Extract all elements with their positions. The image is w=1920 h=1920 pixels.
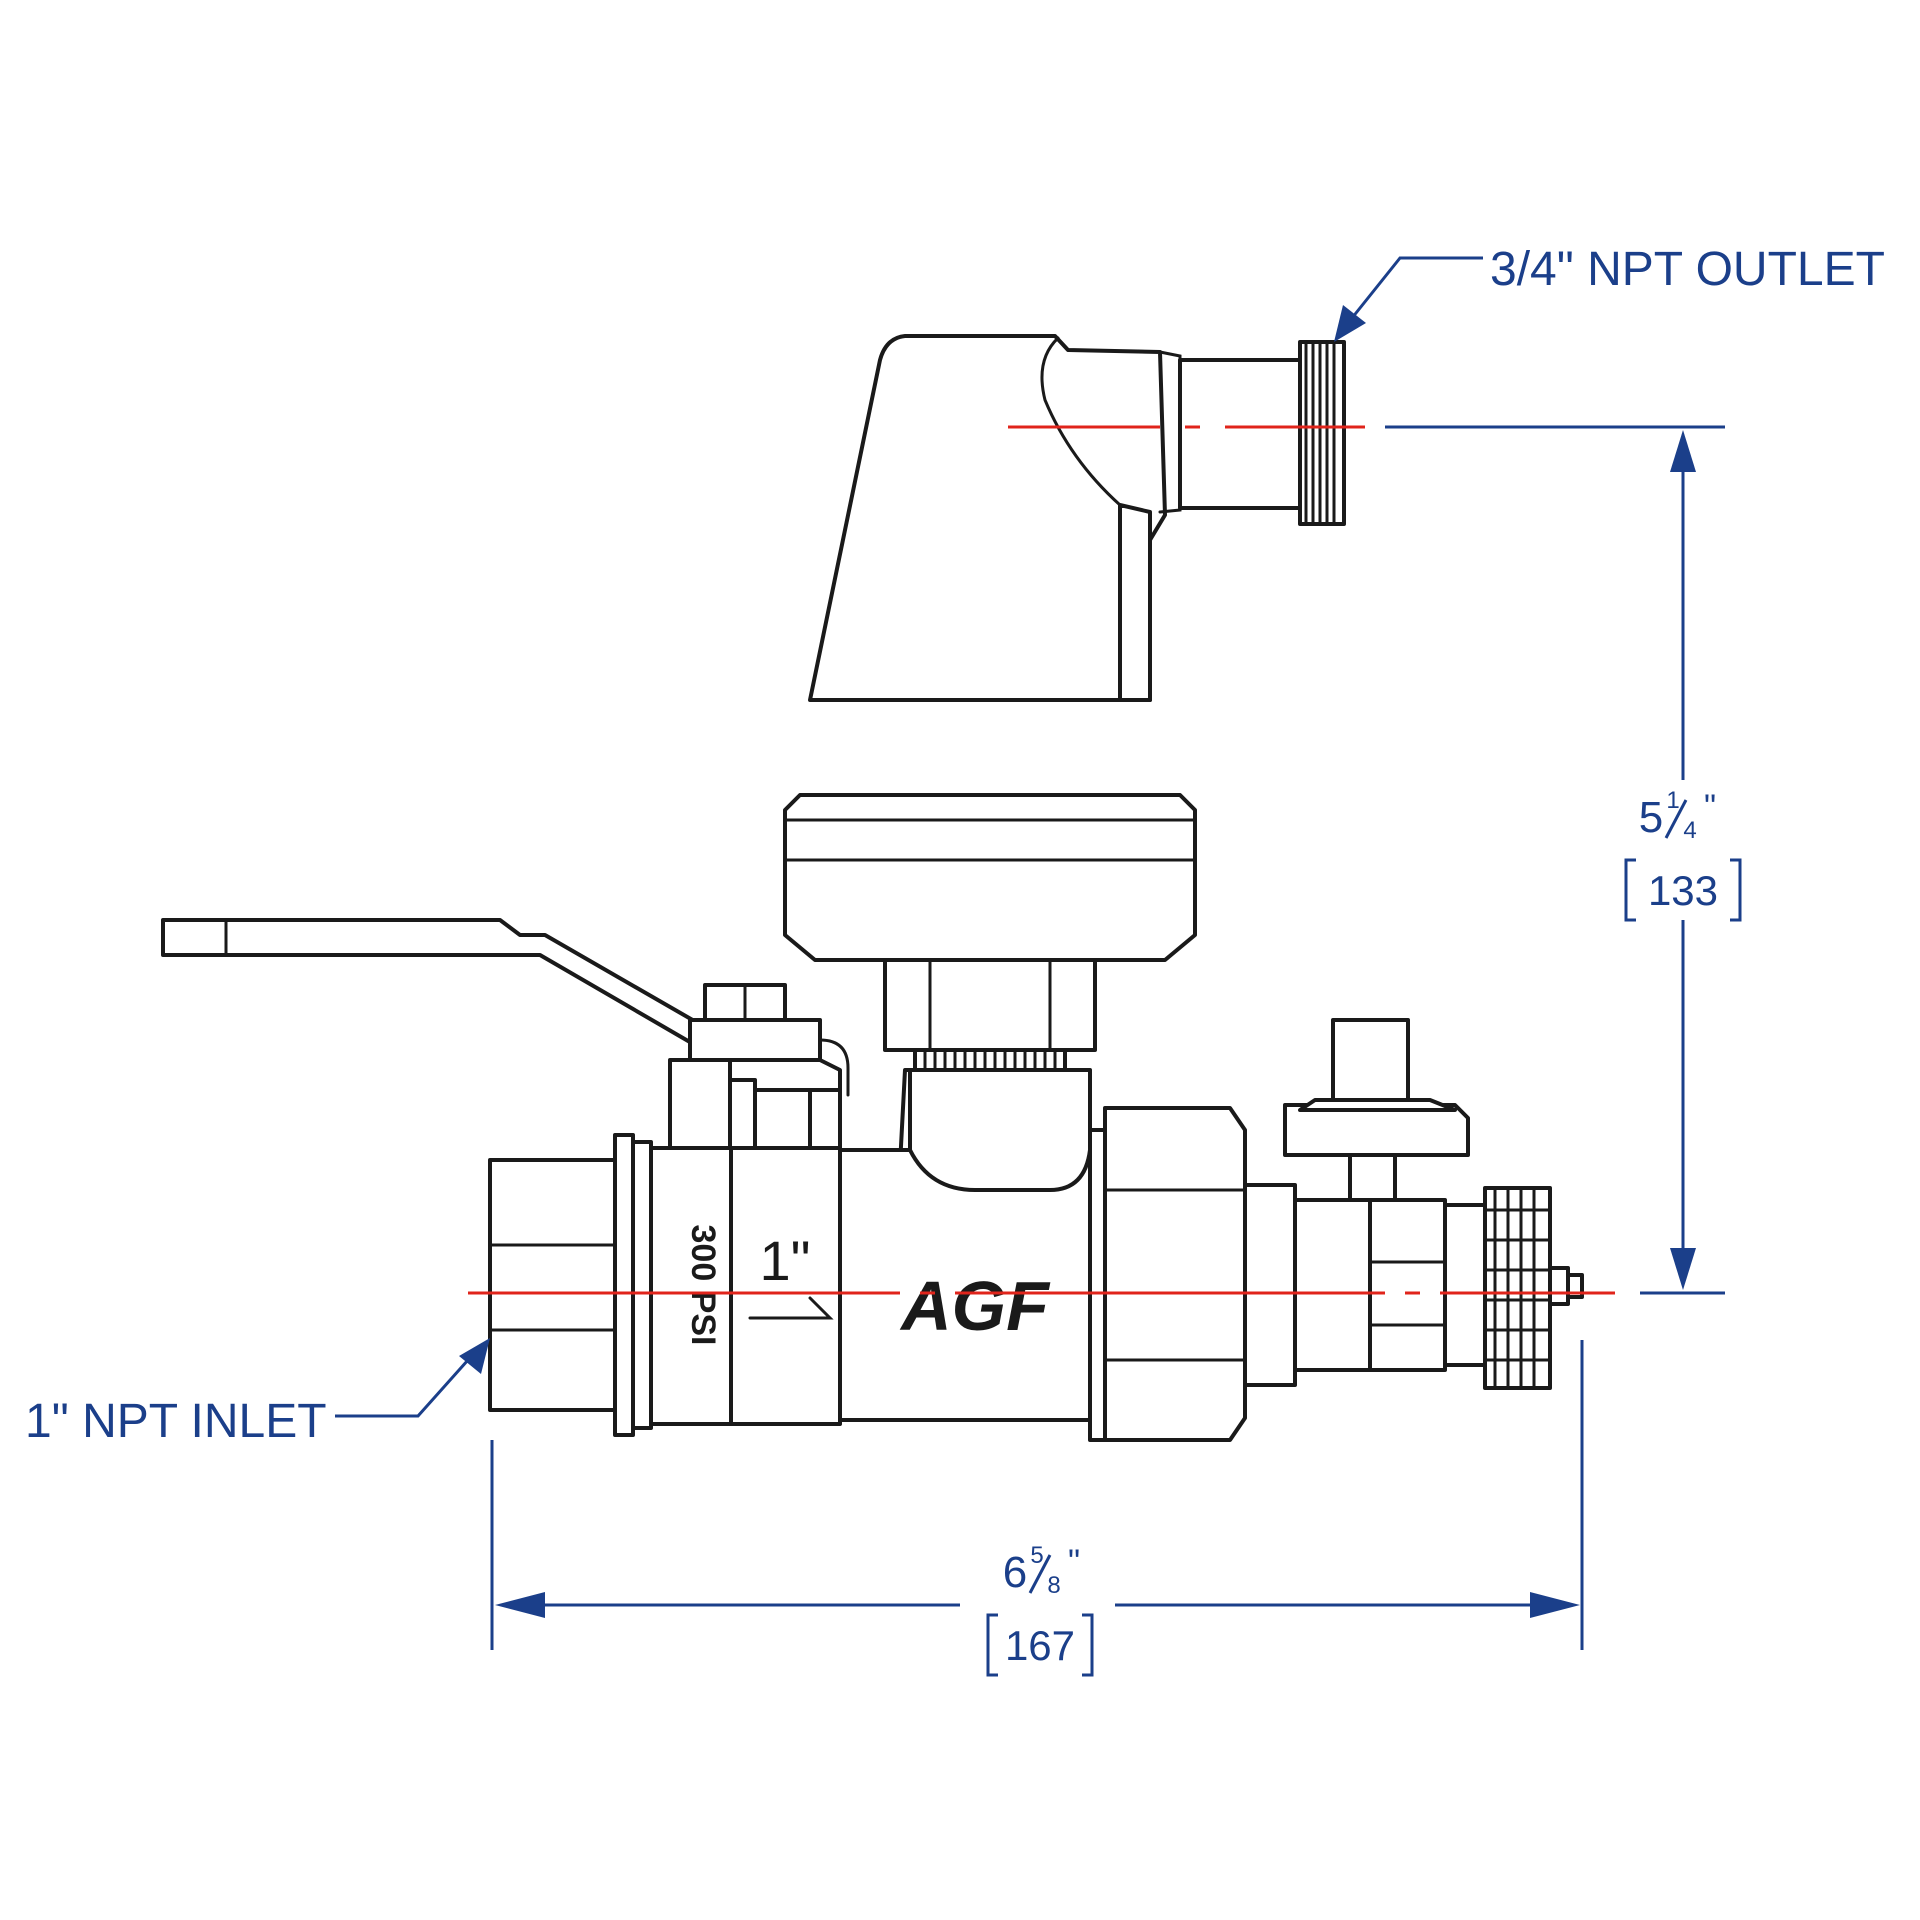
inlet-label: 1" NPT INLET — [25, 1395, 327, 1448]
svg-text:": " — [1704, 788, 1716, 826]
outlet-callout: 3/4" NPT OUTLET — [1334, 243, 1885, 342]
width-mm-label: 167 — [986, 1613, 1094, 1677]
brand-logo-text: AGF — [899, 1267, 1051, 1345]
svg-text:6: 6 — [1003, 1548, 1027, 1597]
body-markings: 300 PSI 1" AGF — [684, 1225, 1051, 1346]
height-mm-label: 133 — [1624, 858, 1742, 922]
svg-text:5: 5 — [1639, 793, 1663, 842]
inlet-callout: 1" NPT INLET — [25, 1338, 490, 1448]
height-fraction-label: 5 1 4 " — [1639, 787, 1716, 844]
main-valve-body — [488, 1018, 1584, 1442]
svg-text:167: 167 — [1005, 1622, 1075, 1669]
air-vent-body — [783, 334, 1346, 1182]
width-fraction-label: 6 5 8 " — [1003, 1542, 1080, 1599]
svg-text:": " — [1068, 1543, 1080, 1581]
width-dimension: 6 5 8 " 167 — [490, 1340, 1584, 1677]
pressure-rating-text: 300 PSI — [684, 1225, 722, 1346]
svg-text:1: 1 — [1666, 787, 1679, 814]
ball-valve-handle — [161, 918, 850, 1157]
outlet-label: 3/4" NPT OUTLET — [1490, 243, 1885, 296]
height-dimension: 5 1 4 " 133 — [1385, 425, 1742, 1295]
svg-text:5: 5 — [1030, 1542, 1043, 1569]
svg-text:133: 133 — [1648, 867, 1718, 914]
flow-arrow-icon — [748, 1296, 834, 1320]
centerlines — [468, 425, 1615, 1295]
svg-text:4: 4 — [1683, 817, 1696, 844]
svg-text:8: 8 — [1047, 1572, 1060, 1599]
size-marking-text: 1" — [759, 1229, 810, 1292]
